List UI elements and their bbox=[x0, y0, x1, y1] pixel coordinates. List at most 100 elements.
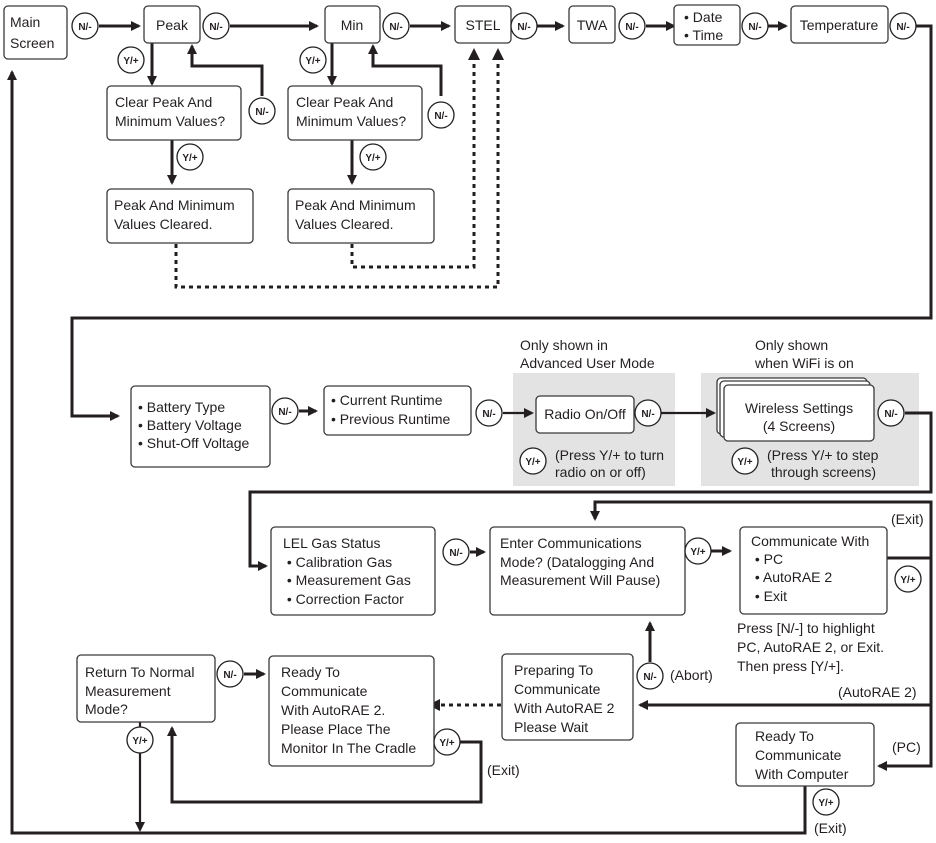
wireless-hint-2: through screens) bbox=[771, 464, 876, 480]
screen-runtime[interactable]: • Current Runtime • Previous Runtime bbox=[323, 385, 472, 436]
lel-title: LEL Gas Status bbox=[283, 535, 381, 551]
button-label: N/- bbox=[896, 22, 909, 33]
n-minus-button-runtime[interactable]: N/- bbox=[475, 399, 503, 427]
min-label: Min bbox=[341, 17, 364, 33]
y-plus-button-return-normal[interactable]: Y/+ bbox=[126, 726, 154, 754]
option-autorae2: • AutoRAE 2 bbox=[751, 569, 832, 585]
screen-temperature[interactable]: Temperature bbox=[790, 5, 889, 44]
button-circle-icon bbox=[684, 537, 712, 565]
y-plus-button-ready-autorae[interactable]: Y/+ bbox=[433, 728, 461, 756]
screen-radio[interactable]: Radio On/Off bbox=[535, 395, 635, 434]
clear-peak-2-line-2: Minimum Values? bbox=[296, 113, 406, 129]
n-minus-button-twa[interactable]: N/- bbox=[618, 12, 646, 40]
arrow-ready-exit-to-return bbox=[167, 726, 483, 804]
preparing-line-2: Communicate bbox=[514, 681, 601, 697]
preparing-line-1: Preparing To bbox=[514, 662, 593, 678]
screen-return-normal[interactable]: Return To Normal Measurement Mode? bbox=[76, 654, 216, 723]
button-circle-icon bbox=[126, 726, 154, 754]
button-label: N/- bbox=[884, 409, 897, 420]
y-plus-button-clear-peak-2[interactable]: Y/+ bbox=[359, 143, 387, 171]
n-minus-button-stel[interactable]: N/- bbox=[510, 12, 538, 40]
button-circle-icon bbox=[812, 788, 840, 816]
screen-cleared-1[interactable]: Peak And Minimum Values Cleared. bbox=[106, 188, 254, 244]
button-circle-icon bbox=[442, 538, 470, 566]
ready-autorae-line-1: Ready To bbox=[281, 664, 340, 680]
screen-clear-peak-1[interactable]: Clear Peak And Minimum Values? bbox=[106, 85, 242, 141]
y-plus-button-radio[interactable]: Y/+ bbox=[519, 447, 547, 475]
option-pc: • PC bbox=[751, 551, 783, 567]
screen-ready-computer[interactable]: Ready To Communicate With Computer bbox=[735, 722, 875, 787]
communicate-with-title: Communicate With bbox=[751, 533, 869, 549]
n-minus-button-return-normal[interactable]: N/- bbox=[216, 660, 244, 688]
button-circle-icon bbox=[877, 399, 905, 427]
n-minus-button-radio[interactable]: N/- bbox=[634, 399, 662, 427]
wireless-line-1: Wireless Settings bbox=[745, 400, 853, 416]
screen-communicate-with[interactable]: Communicate With • PC • AutoRAE 2 • Exit bbox=[739, 526, 888, 615]
y-plus-button-enter-comm[interactable]: Y/+ bbox=[684, 537, 712, 565]
screen-lel[interactable]: LEL Gas Status • Calibration Gas • Measu… bbox=[270, 526, 436, 616]
screen-min[interactable]: Min bbox=[324, 5, 381, 44]
stel-label: STEL bbox=[465, 17, 500, 33]
cleared-1-line-1: Peak And Minimum bbox=[114, 197, 235, 213]
n-minus-button-clear-peak-2[interactable]: N/- bbox=[427, 101, 455, 129]
screen-cleared-2[interactable]: Peak And Minimum Values Cleared. bbox=[287, 188, 435, 244]
n-minus-button-min[interactable]: N/- bbox=[382, 12, 410, 40]
battery-voltage: • Battery Voltage bbox=[138, 417, 242, 433]
time-label: • Time bbox=[684, 27, 723, 43]
y-plus-button-clear-peak-1[interactable]: Y/+ bbox=[176, 143, 204, 171]
n-minus-button-datetime[interactable]: N/- bbox=[741, 12, 769, 40]
button-circle-icon bbox=[427, 101, 455, 129]
button-circle-icon bbox=[894, 565, 922, 593]
radio-label: Radio On/Off bbox=[544, 406, 626, 422]
cleared-1-line-2: Values Cleared. bbox=[114, 216, 213, 232]
button-label: N/- bbox=[517, 22, 530, 33]
enter-comm-line-3: Measurement Will Pause) bbox=[500, 572, 660, 588]
screen-preparing[interactable]: Preparing To Communicate With AutoRAE 2 … bbox=[501, 653, 634, 741]
button-label: Y/+ bbox=[182, 153, 197, 164]
ready-computer-line-2: Communicate bbox=[755, 747, 842, 763]
screen-battery[interactable]: • Battery Type • Battery Voltage • Shut-… bbox=[130, 385, 271, 468]
y-plus-button-ready-computer[interactable]: Y/+ bbox=[812, 788, 840, 816]
y-plus-button-peak[interactable]: Y/+ bbox=[117, 46, 145, 74]
ready-autorae-line-3: With AutoRAE 2. bbox=[281, 702, 385, 718]
screen-twa[interactable]: TWA bbox=[568, 5, 616, 44]
n-minus-button-temperature[interactable]: N/- bbox=[889, 12, 917, 40]
screen-wireless[interactable]: Wireless Settings (4 Screens) bbox=[716, 377, 875, 442]
button-label: Y/+ bbox=[305, 56, 320, 67]
screen-ready-autorae[interactable]: Ready To Communicate With AutoRAE 2. Ple… bbox=[268, 655, 435, 767]
screen-stel[interactable]: STEL bbox=[454, 5, 512, 44]
return-normal-line-2: Measurement bbox=[85, 683, 171, 699]
y-plus-button-min[interactable]: Y/+ bbox=[299, 46, 327, 74]
n-minus-button-main[interactable]: N/- bbox=[71, 12, 99, 40]
n-minus-button-wireless[interactable]: N/- bbox=[877, 399, 905, 427]
button-circle-icon bbox=[216, 660, 244, 688]
current-runtime: • Current Runtime bbox=[331, 392, 443, 408]
button-label: Y/+ bbox=[737, 457, 752, 468]
y-plus-button-communicate-with[interactable]: Y/+ bbox=[894, 565, 922, 593]
screen-enter-comm[interactable]: Enter Communications Mode? (Datalogging … bbox=[489, 526, 686, 616]
n-minus-button-battery[interactable]: N/- bbox=[271, 397, 299, 425]
button-circle-icon bbox=[636, 662, 664, 690]
screen-date-time[interactable]: • Date • Time bbox=[673, 4, 741, 46]
button-circle-icon bbox=[475, 399, 503, 427]
ready-autorae-line-4: Please Place The bbox=[281, 721, 391, 737]
y-plus-button-wireless[interactable]: Y/+ bbox=[731, 447, 759, 475]
n-minus-button-abort[interactable]: N/- bbox=[636, 662, 664, 690]
button-label: Y/+ bbox=[690, 547, 705, 558]
shut-off-voltage: • Shut-Off Voltage bbox=[138, 435, 249, 451]
screen-clear-peak-2[interactable]: Clear Peak And Minimum Values? bbox=[287, 85, 423, 141]
n-minus-button-peak[interactable]: N/- bbox=[202, 12, 230, 40]
button-circle-icon bbox=[889, 12, 917, 40]
button-circle-icon bbox=[248, 97, 276, 125]
advanced-mode-note-2: Advanced User Mode bbox=[520, 355, 655, 371]
button-label: Y/+ bbox=[818, 798, 833, 809]
n-minus-button-clear-peak-1[interactable]: N/- bbox=[248, 97, 276, 125]
button-label: N/- bbox=[434, 111, 447, 122]
screen-main[interactable]: Main Screen bbox=[3, 5, 68, 60]
button-circle-icon bbox=[618, 12, 646, 40]
screen-peak[interactable]: Peak bbox=[143, 5, 201, 44]
n-minus-button-lel[interactable]: N/- bbox=[442, 538, 470, 566]
highlight-hint-1: Press [N/-] to highlight bbox=[737, 620, 875, 636]
connectors bbox=[6, 21, 933, 835]
